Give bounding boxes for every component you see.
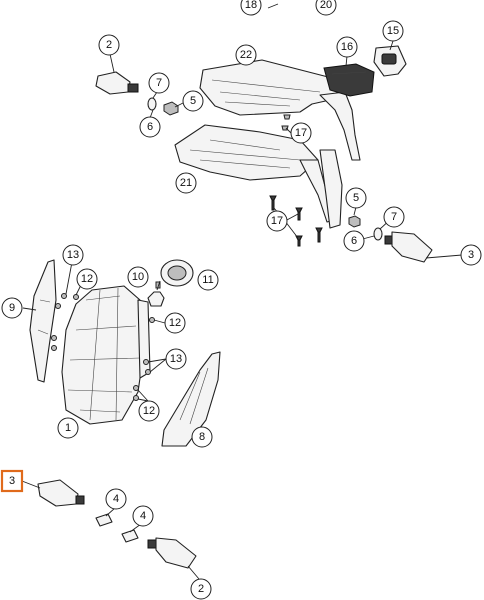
nut-upper-left (163, 101, 179, 116)
svg-text:22: 22 (240, 49, 252, 61)
licence-plate-light (373, 45, 407, 77)
svg-text:17: 17 (271, 215, 283, 227)
svg-text:17: 17 (295, 127, 307, 139)
callout-16: 16 (336, 36, 358, 58)
callout-12-lower: 12 (138, 400, 160, 422)
callout-5-right: 5 (345, 187, 367, 209)
svg-text:12: 12 (81, 273, 93, 285)
callout-11: 11 (197, 269, 219, 291)
svg-text:6: 6 (147, 121, 153, 133)
headlight-side-cover-right (161, 351, 221, 447)
callout-4-a: 4 (105, 488, 127, 510)
svg-text:2: 2 (106, 39, 112, 51)
mudguard-bracket (319, 149, 343, 229)
rear-fender-lower (174, 124, 335, 223)
screw-set-lower (269, 195, 323, 247)
washer-right (373, 227, 383, 241)
svg-text:15: 15 (387, 25, 399, 37)
headlight-side-cover-left (29, 259, 57, 383)
svg-text:12: 12 (169, 317, 181, 329)
callout-8: 8 (191, 426, 213, 448)
svg-text:16: 16 (341, 41, 353, 53)
callout-20: 20 (315, 0, 337, 16)
svg-text:21: 21 (180, 177, 192, 189)
callout-12-middle: 12 (164, 312, 186, 334)
svg-text:4: 4 (113, 493, 119, 505)
svg-text:4: 4 (140, 510, 146, 522)
screws-headlight (51, 293, 155, 401)
headlight-housing (61, 285, 151, 425)
svg-text:11: 11 (202, 274, 213, 286)
svg-text:1: 1 (65, 422, 71, 434)
licence-plate-light-holder (323, 63, 375, 97)
callout-6-right: 6 (343, 230, 365, 252)
callout-21: 21 (175, 172, 197, 194)
svg-text:10: 10 (132, 271, 144, 283)
svg-text:5: 5 (190, 95, 196, 107)
spacer-sleeve-b (121, 529, 139, 543)
svg-text:3: 3 (9, 475, 15, 487)
turn-signal-right (384, 231, 433, 263)
callout-13-upper: 13 (62, 244, 84, 266)
svg-text:7: 7 (156, 77, 162, 89)
callout-17-lower: 17 (266, 210, 288, 232)
turn-signal-lower-right (147, 537, 197, 569)
bulb-socket-cover (160, 259, 194, 287)
callout-10: 10 (127, 266, 149, 288)
svg-text:3: 3 (468, 249, 474, 261)
callout-2-lower: 2 (190, 578, 212, 600)
headlight-bulb (147, 281, 165, 307)
svg-text:18: 18 (245, 0, 257, 11)
callout-17-upper: 17 (290, 122, 312, 144)
turn-signal-upper-left (95, 71, 139, 95)
callout-3-right: 3 (460, 244, 482, 266)
screw-set-upper (281, 114, 291, 131)
spacer-sleeve-a (95, 513, 113, 527)
callout-5-upper: 5 (182, 90, 204, 112)
svg-text:2: 2 (198, 583, 204, 595)
callout-22: 22 (235, 44, 257, 66)
callout-12-upper: 12 (76, 268, 98, 290)
svg-text:9: 9 (9, 302, 15, 314)
rear-fender-upper (199, 59, 361, 161)
callout-18: 18 (240, 0, 262, 16)
nut-right (348, 215, 361, 228)
svg-text:6: 6 (351, 235, 357, 247)
callout-6-upper: 6 (139, 116, 161, 138)
callout-15: 15 (382, 20, 404, 42)
svg-text:20: 20 (320, 0, 332, 11)
callout-9: 9 (1, 297, 23, 319)
svg-text:13: 13 (170, 353, 182, 365)
svg-text:5: 5 (353, 192, 359, 204)
turn-signal-lower-left (37, 479, 85, 507)
washer-upper-left (147, 97, 157, 111)
callout-1: 1 (57, 417, 79, 439)
callout-4-b: 4 (132, 505, 154, 527)
svg-text:7: 7 (391, 211, 397, 223)
callout-7-upper: 7 (148, 72, 170, 94)
callout-13-lower: 13 (165, 348, 187, 370)
svg-text:8: 8 (199, 431, 205, 443)
callout-3-highlighted[interactable]: 3 (0, 469, 24, 493)
svg-text:13: 13 (67, 249, 79, 261)
svg-text:12: 12 (143, 405, 155, 417)
callout-2-upper: 2 (98, 34, 120, 56)
callout-7-right: 7 (383, 206, 405, 228)
